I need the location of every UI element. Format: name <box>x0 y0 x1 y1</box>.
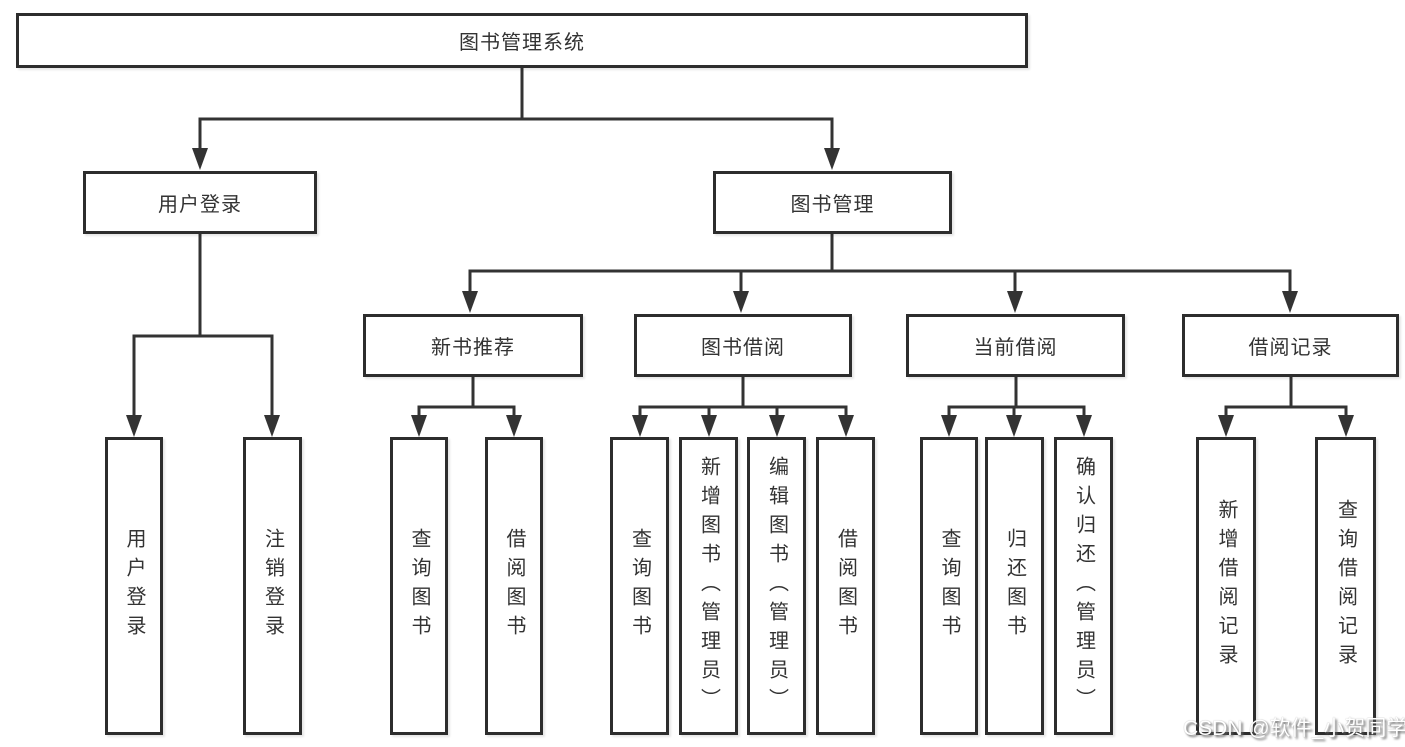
node-borrow-records: 借阅记录 <box>1182 314 1399 377</box>
csdn-watermark: CSDN @软件_小贺同学 <box>1183 717 1405 740</box>
leaf-query-borrow-record: 查询借阅记录 <box>1315 437 1376 735</box>
leaf-query-books-recommend: 查询图书 <box>390 437 448 735</box>
node-current-borrow: 当前借阅 <box>906 314 1125 377</box>
leaf-user-login: 用户登录 <box>105 437 163 735</box>
leaf-borrow-books-borrow: 借阅图书 <box>816 437 875 735</box>
node-user-login: 用户登录 <box>83 171 317 234</box>
connector-borrow-records-to-leaves <box>1218 375 1354 437</box>
connector-current-borrow-to-leaves <box>941 375 1092 437</box>
connector-book-borrow-to-leaves <box>632 375 854 437</box>
connector-user-login-to-leaves <box>126 232 280 437</box>
leaf-add-book-admin: 新增图书（管理员） <box>679 437 738 735</box>
node-new-book-recommend: 新书推荐 <box>363 314 583 377</box>
leaf-add-borrow-record: 新增借阅记录 <box>1196 437 1256 735</box>
leaf-borrow-books-recommend: 借阅图书 <box>485 437 543 735</box>
leaf-query-books-current: 查询图书 <box>920 437 978 735</box>
connector-new-book-to-leaves <box>411 375 522 437</box>
leaf-query-books-borrow: 查询图书 <box>610 437 669 735</box>
leaf-confirm-return-admin: 确认归还（管理员） <box>1054 437 1113 735</box>
connector-book-management-to-level3 <box>462 232 1298 313</box>
leaf-logout: 注销登录 <box>243 437 302 735</box>
leaf-edit-book-admin: 编辑图书（管理员） <box>747 437 806 735</box>
node-book-borrow: 图书借阅 <box>634 314 852 377</box>
leaf-return-book: 归还图书 <box>985 437 1044 735</box>
node-root-library-system: 图书管理系统 <box>16 13 1028 68</box>
connector-root-to-level2 <box>192 66 840 170</box>
node-book-management: 图书管理 <box>713 171 952 234</box>
